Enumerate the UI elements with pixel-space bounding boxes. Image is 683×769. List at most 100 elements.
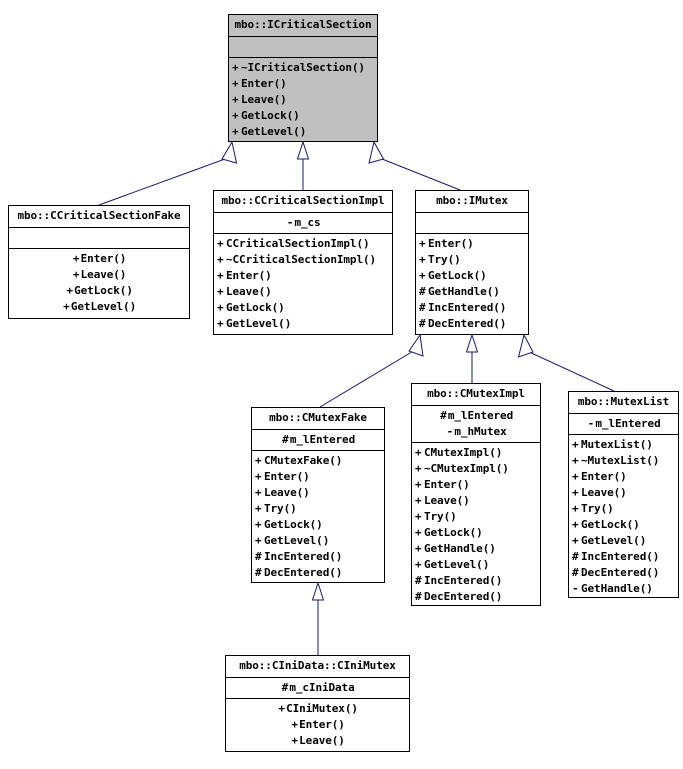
visibility-marker: + (217, 237, 224, 250)
class-attributes-cmuteximpl: #m_lEntered-m_hMutex (412, 406, 540, 443)
class-box-ccriticalsectionimpl[interactable]: mbo::CCriticalSectionImpl-m_cs+CCritical… (213, 190, 393, 335)
visibility-marker: + (419, 269, 426, 282)
attribute-row: -m_lEntered (572, 416, 675, 432)
class-attributes-ccriticalsectionimpl: -m_cs (214, 213, 392, 234)
operation-label: Leave() (581, 486, 627, 499)
class-attributes-mutexlist: -m_lEntered (569, 414, 678, 435)
visibility-marker: + (232, 109, 239, 122)
operation-row: +GetLevel() (255, 533, 381, 549)
edge-cinimutex-to-cmutexfake (311, 581, 325, 655)
class-attributes-cinimutex: #m_cIniData (226, 678, 409, 699)
visibility-marker: + (415, 494, 422, 507)
attribute-label: m_cIniData (289, 681, 355, 694)
operation-label: GetLevel() (424, 558, 490, 571)
operation-label: GetHandle() (581, 582, 653, 595)
operation-label: Try() (424, 510, 457, 523)
class-title-cinimutex: mbo::CIniData::CIniMutex (226, 656, 409, 678)
operation-row: +~MutexList() (572, 453, 675, 469)
class-operations-cmuteximpl: +CMutexImpl()+~CMutexImpl()+Enter()+Leav… (412, 443, 540, 608)
visibility-marker: # (282, 433, 289, 446)
operation-label: Enter() (299, 718, 345, 731)
operation-row: +MutexList() (572, 437, 675, 453)
visibility-marker: + (415, 526, 422, 539)
operation-row: +GetLock() (217, 300, 389, 316)
operation-row: +GetHandle() (415, 541, 537, 557)
operation-row: +Leave() (572, 485, 675, 501)
edge-imutex-to-icriticalsection (368, 140, 461, 191)
operation-row: +CCriticalSectionImpl() (217, 236, 389, 252)
visibility-marker: + (255, 454, 262, 467)
operation-row: #IncEntered() (255, 549, 381, 565)
operation-row: +Leave() (255, 485, 381, 501)
attribute-row: -m_cs (217, 215, 389, 231)
operation-row: +CIniMutex() (229, 701, 406, 717)
operation-label: CCriticalSectionImpl() (226, 237, 370, 250)
operation-label: Enter() (581, 470, 627, 483)
visibility-marker: + (232, 77, 239, 90)
visibility-marker: # (415, 574, 422, 587)
class-title-ccriticalsectionfake: mbo::CCriticalSectionFake (9, 206, 189, 228)
operation-row: +CMutexImpl() (415, 445, 537, 461)
operation-row: +~ICriticalSection() (232, 60, 374, 76)
operation-row: +Leave() (12, 267, 186, 283)
class-title-imutex: mbo::IMutex (416, 191, 528, 213)
visibility-marker: + (572, 454, 579, 467)
attribute-label: m_cs (294, 216, 321, 229)
operation-row: +GetLevel() (217, 316, 389, 332)
visibility-marker: - (572, 582, 579, 595)
visibility-marker: + (217, 285, 224, 298)
operation-label: Leave() (241, 93, 287, 106)
class-box-cmuteximpl[interactable]: mbo::CMutexImpl#m_lEntered-m_hMutex+CMut… (411, 383, 541, 606)
operation-label: Leave() (424, 494, 470, 507)
class-box-cmutexfake[interactable]: mbo::CMutexFake#m_lEntered+CMutexFake()+… (251, 407, 385, 583)
visibility-marker: + (572, 486, 579, 499)
operation-row: +GetLevel() (572, 533, 675, 549)
visibility-marker: + (232, 93, 239, 106)
operation-label: CMutexFake() (264, 454, 343, 467)
operation-label: Try() (264, 502, 297, 515)
attribute-label: m_lEntered (595, 417, 661, 430)
operation-row: +GetLock() (419, 268, 525, 284)
class-box-imutex[interactable]: mbo::IMutex+Enter()+Try()+GetLock()#GetH… (415, 190, 529, 335)
visibility-marker: + (415, 510, 422, 523)
edge-cmuteximpl-to-imutex (465, 333, 479, 383)
class-operations-cinimutex: +CIniMutex()+Enter()+Leave() (226, 699, 409, 752)
visibility-marker: + (415, 446, 422, 459)
operation-label: ~MutexList() (581, 454, 660, 467)
operation-row: +Try() (419, 252, 525, 268)
operation-row: +GetLevel() (415, 557, 537, 573)
operation-row: +Try() (415, 509, 537, 525)
attribute-row: #m_lEntered (255, 432, 381, 448)
visibility-marker: + (217, 317, 224, 330)
operation-row: +GetLock() (12, 283, 186, 299)
visibility-marker: + (217, 253, 224, 266)
class-operations-imutex: +Enter()+Try()+GetLock()#GetHandle()#Inc… (416, 234, 528, 335)
visibility-marker: + (572, 502, 579, 515)
operation-label: Enter() (424, 478, 470, 491)
operation-row: #GetHandle() (419, 284, 525, 300)
operation-row: +Enter() (572, 469, 675, 485)
operation-label: GetLock() (424, 526, 483, 539)
operation-row: +Try() (255, 501, 381, 517)
operation-label: Try() (581, 502, 614, 515)
operation-row: +Enter() (255, 469, 381, 485)
operation-row: #DecEntered() (572, 565, 675, 581)
class-box-mutexlist[interactable]: mbo::MutexList-m_lEntered+MutexList()+~M… (568, 391, 679, 598)
operation-row: +Enter() (232, 76, 374, 92)
visibility-marker: # (419, 301, 426, 314)
attribute-row: #m_cIniData (229, 680, 406, 696)
operation-label: DecEntered() (581, 566, 660, 579)
operation-row: +Leave() (229, 733, 406, 749)
class-box-ccriticalsectionfake[interactable]: mbo::CCriticalSectionFake+Enter()+Leave(… (8, 205, 190, 319)
operation-row: +Enter() (419, 236, 525, 252)
operation-row: +GetLevel() (12, 299, 186, 315)
visibility-marker: + (415, 558, 422, 571)
operation-label: CMutexImpl() (424, 446, 503, 459)
class-box-icriticalsection[interactable]: mbo::ICriticalSection+~ICriticalSection(… (228, 14, 378, 142)
class-operations-ccriticalsectionimpl: +CCriticalSectionImpl()+~CCriticalSectio… (214, 234, 392, 335)
operation-label: MutexList() (581, 438, 653, 451)
class-box-cinimutex[interactable]: mbo::CIniData::CIniMutex#m_cIniData+CIni… (225, 655, 410, 752)
operation-label: GetLock() (74, 284, 133, 297)
visibility-marker: # (255, 566, 262, 579)
operation-label: GetHandle() (428, 285, 500, 298)
